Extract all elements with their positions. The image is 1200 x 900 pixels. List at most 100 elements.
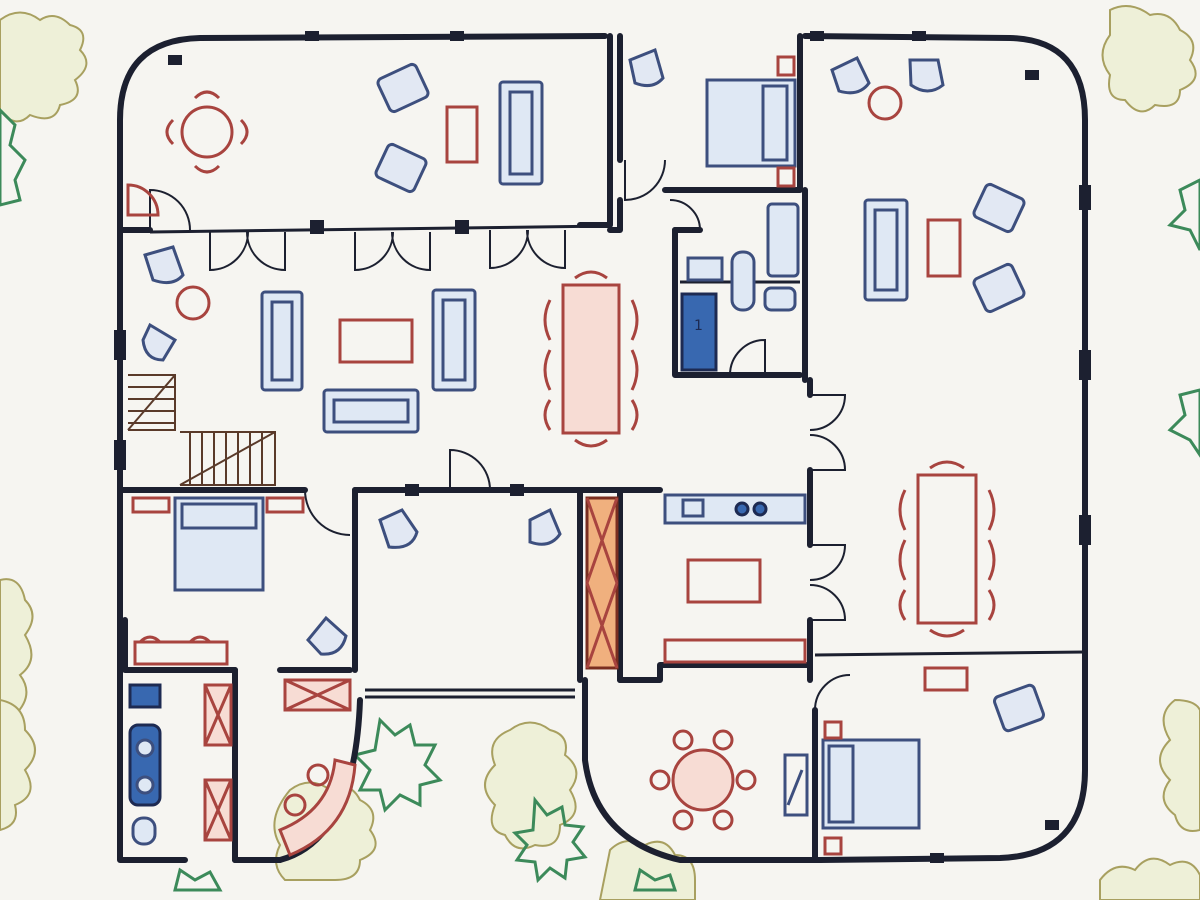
burner	[734, 501, 750, 517]
nightstand-icon	[823, 836, 843, 856]
door-arc-icon	[809, 584, 847, 621]
chair-icon	[712, 809, 734, 831]
kitchen-south-wall	[617, 662, 813, 683]
window-post	[1079, 185, 1091, 210]
chair-icon	[929, 460, 965, 638]
top-left-outer-wall	[117, 33, 608, 188]
door-arc-icon	[391, 231, 431, 272]
chair-icon	[574, 270, 608, 448]
door-arc-icon	[354, 231, 394, 272]
bush-icon	[0, 698, 36, 832]
door-arc-icon	[304, 489, 351, 536]
coffee-table-icon	[926, 218, 962, 278]
curved-courtyard-wall-right	[582, 677, 823, 863]
interior-walls	[117, 33, 1086, 863]
wall-pillar	[510, 484, 524, 496]
door-arc-icon	[246, 231, 286, 272]
bush-icon	[484, 721, 578, 850]
bed-icon	[821, 738, 921, 830]
bedroom1-south-wall	[662, 33, 803, 193]
chair-icon	[628, 47, 665, 88]
east-bedroom-north-wall	[814, 650, 1086, 657]
dining-table-icon	[916, 473, 978, 625]
window-post	[912, 31, 926, 41]
right-outer-wall	[817, 177, 1088, 863]
tree-icon	[0, 107, 27, 207]
door-arc-icon	[149, 188, 191, 231]
burner	[752, 501, 768, 517]
chair-icon	[143, 245, 185, 285]
tree-icon	[352, 716, 443, 813]
central-room	[378, 496, 619, 670]
bed-icon	[173, 496, 265, 592]
nightstand-icon	[776, 166, 796, 188]
bedroom-east	[821, 666, 1045, 856]
stairs-upper	[127, 374, 176, 431]
bench-icon	[133, 640, 229, 666]
window-post	[1079, 515, 1091, 545]
sofa-icon	[322, 388, 420, 434]
sink-icon	[135, 775, 155, 795]
bathroom-southwest	[128, 678, 352, 846]
tree-icon	[633, 867, 678, 892]
top-left-living-room	[126, 62, 544, 217]
chair-icon	[630, 299, 639, 431]
door-arc-icon	[449, 448, 491, 491]
chair-icon	[908, 58, 945, 93]
central-living-room	[141, 245, 639, 448]
sofa-icon	[431, 288, 477, 392]
east-living-room	[830, 55, 1026, 638]
left-outer-wall	[117, 182, 188, 863]
sofa-cushion	[441, 298, 467, 382]
kitchen-island-icon	[686, 558, 762, 604]
chair-icon	[193, 164, 221, 174]
cabinet-cross	[585, 497, 619, 669]
chair-icon	[193, 90, 221, 100]
chair-icon	[712, 729, 734, 751]
chair-icon	[165, 118, 175, 146]
corridor-wall	[577, 33, 613, 228]
side-table-icon	[867, 85, 903, 121]
door-arc-icon	[814, 674, 851, 711]
door-arc-icon	[624, 159, 666, 202]
bedroom-north	[628, 47, 797, 188]
window-post	[930, 853, 944, 863]
bush-icon	[1101, 5, 1197, 113]
bathroom: 1	[680, 202, 800, 372]
door-arc-icon	[729, 338, 766, 376]
cabinet-icon	[585, 496, 619, 670]
cabinet-cross	[203, 684, 233, 746]
chair-icon	[735, 769, 757, 791]
nightstand-icon	[823, 720, 843, 740]
armchair-icon	[376, 62, 430, 114]
wall-pillar	[405, 484, 419, 496]
sofa-cushion	[270, 300, 294, 382]
round-table-icon	[671, 748, 735, 812]
bar-stool-icon	[306, 763, 330, 787]
chair-icon	[987, 489, 996, 621]
sink-icon	[686, 256, 724, 282]
bathtub-icon	[766, 202, 800, 278]
chair-icon	[528, 507, 562, 546]
armchair-icon	[972, 262, 1026, 314]
sofa-cushion	[873, 208, 899, 292]
curved-bar	[278, 758, 357, 857]
door-arc-icon	[809, 394, 847, 431]
console-line	[786, 769, 804, 806]
door-arc-icon	[669, 199, 701, 231]
tree-icon	[1167, 388, 1200, 458]
sofa-icon	[498, 80, 544, 186]
chair-icon	[672, 809, 694, 831]
window-post	[114, 330, 126, 360]
chair-icon	[138, 635, 212, 644]
console-icon	[783, 753, 809, 817]
landscaping	[0, 5, 1200, 900]
window-post	[1025, 70, 1039, 80]
bedroom1-stub	[607, 197, 623, 233]
tree-icon	[1167, 178, 1200, 251]
bathroom-west-wall	[672, 227, 803, 378]
window-post	[810, 31, 824, 41]
stairs-icon	[127, 374, 276, 486]
door-arc-icon	[526, 229, 566, 270]
